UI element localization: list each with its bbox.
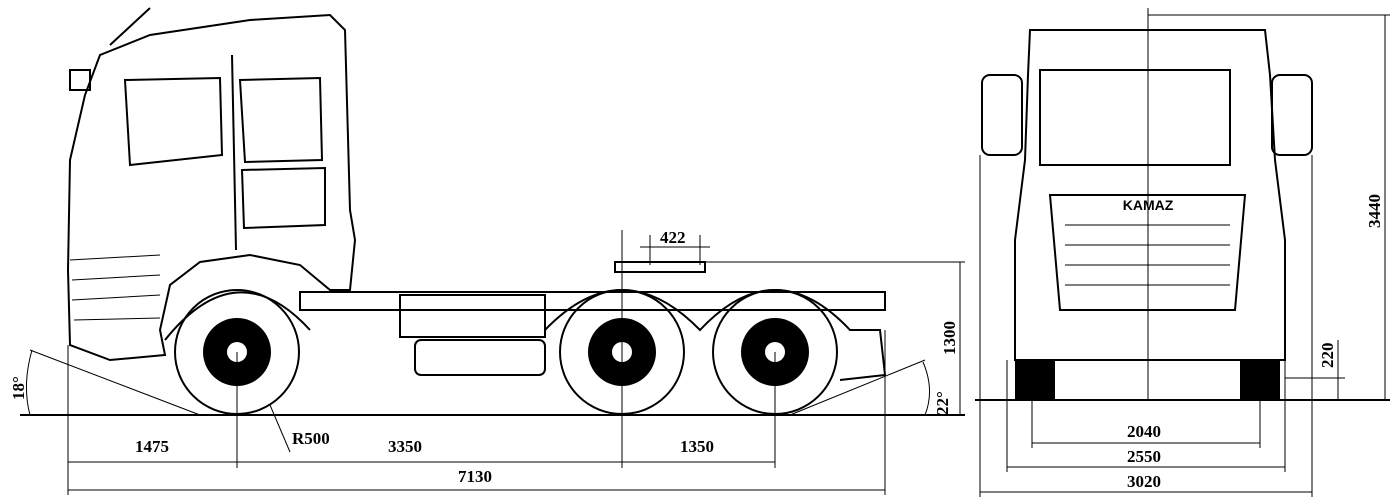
left-mirror <box>981 74 1023 156</box>
ground-clearance-label: 220 <box>1318 343 1337 369</box>
front-overhang-label: 1475 <box>135 437 169 456</box>
approach-angle-line <box>29 349 201 416</box>
fuel-tank <box>414 339 546 376</box>
antenna <box>109 7 151 46</box>
side-view: 18° 22° 422 1300 R500 1475 3350 1350 713… <box>9 7 965 495</box>
wheelbase-rear-label: 1350 <box>680 437 714 456</box>
track-width-label: 2040 <box>1127 422 1161 441</box>
departure-angle-arc <box>922 361 930 416</box>
wheelbase-front-label: 3350 <box>388 437 422 456</box>
radius-leader <box>269 404 291 453</box>
door-line <box>231 54 237 251</box>
chassis-frame <box>299 291 886 311</box>
fifth-wheel <box>614 261 706 273</box>
windshield <box>1039 69 1231 166</box>
overall-length-label: 7130 <box>458 467 492 486</box>
left-front-tire <box>1015 360 1055 400</box>
departure-angle-line <box>789 359 926 416</box>
cab-outline <box>66 13 357 362</box>
approach-angle-label: 18° <box>9 376 28 400</box>
body-width-label: 2550 <box>1127 447 1161 466</box>
departure-angle-label: 22° <box>933 391 952 415</box>
battery-box <box>399 294 546 338</box>
cab-door-window <box>238 76 324 164</box>
fifth-wheel-offset-label: 422 <box>660 228 686 247</box>
front-view: KAMAZ 3440 220 2040 2550 3020 <box>975 8 1390 497</box>
overall-height-label: 3440 <box>1365 194 1384 228</box>
mirror-width-label: 3020 <box>1127 472 1161 491</box>
fifth-wheel-height-label: 1300 <box>940 321 959 355</box>
right-mirror <box>1271 74 1313 156</box>
bumper-lines <box>69 254 161 321</box>
turn-radius-label: R500 <box>292 429 330 448</box>
approach-angle-arc <box>25 349 33 416</box>
mirror <box>69 69 91 91</box>
grille <box>1048 194 1247 311</box>
cab-window <box>123 76 224 167</box>
cab-side-panel <box>240 166 326 230</box>
